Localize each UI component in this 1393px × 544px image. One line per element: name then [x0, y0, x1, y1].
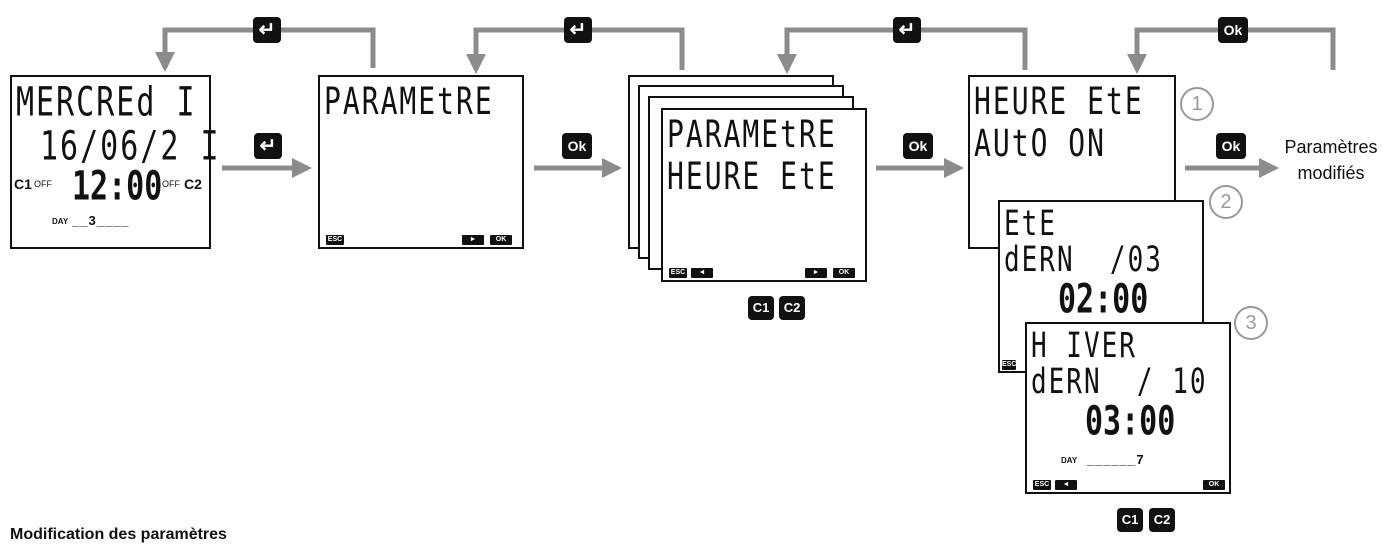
esc-softkey: ESC [669, 268, 687, 278]
lcd-date: 16/06/2 I [40, 123, 221, 171]
step-1-marker: 1 [1180, 87, 1214, 121]
esc-softkey: ESC [1033, 480, 1051, 490]
lcd-line1: PARAMEtRE [667, 112, 837, 157]
c1-key-badge: C1 [748, 296, 774, 320]
prev-softkey: ◄ [691, 268, 713, 278]
hiver-screen: H IVER dERN / 10 03:00 DAY ______7 ESC ◄… [1025, 322, 1231, 494]
home-screen: MERCREd I 16/06/2 I C1 OFF 12:00 OFF C2 … [10, 75, 219, 249]
enter-key-badge: ↵ [253, 17, 281, 43]
c2-key-badge: C2 [1149, 508, 1175, 532]
step-3-marker: 3 [1234, 306, 1268, 340]
day-indicator: __3____ [72, 213, 130, 228]
ok-softkey: OK [1203, 480, 1225, 490]
lcd-line1: H IVER [1031, 326, 1137, 367]
lcd-line1: PARAMEtRE [324, 79, 494, 124]
lcd-time: 03:00 [1085, 398, 1176, 446]
ok-softkey: OK [490, 235, 512, 245]
day-indicator: ______7 [1087, 452, 1145, 467]
result-line-1: Paramètres [1284, 137, 1378, 157]
day-label: DAY [52, 217, 69, 226]
ok-key-badge: Ok [1216, 133, 1246, 159]
enter-key-badge: ↵ [254, 133, 282, 159]
lcd-line2: dERN /03 [1004, 240, 1163, 281]
step-2-marker: 2 [1209, 185, 1243, 219]
enter-key-badge: ↵ [564, 17, 592, 43]
lcd-day-name: MERCREd I [16, 79, 197, 127]
next-softkey: ► [805, 268, 827, 278]
lcd-line2: HEURE EtE [667, 154, 837, 199]
lcd-line1: EtE [1004, 204, 1057, 245]
prev-softkey: ◄ [1055, 480, 1077, 490]
figure-caption: Modification des paramètres [10, 526, 227, 543]
c1-key-badge: C1 [1117, 508, 1143, 532]
c2-key-badge: C2 [779, 296, 805, 320]
next-softkey: ► [462, 235, 484, 245]
channel-c2-label: C2 [184, 176, 202, 192]
lcd-line2: AUtO ON [974, 121, 1107, 166]
result-label: Paramètres modifiés [1272, 134, 1390, 186]
lcd-line2: dERN / 10 [1031, 362, 1208, 403]
lcd-time: 12:00 [72, 163, 163, 211]
param-stack-screen: PARAMEtRE HEURE EtE ESC ◄ ► OK [661, 108, 867, 282]
param-screen: PARAMEtRE ESC ► OK [318, 75, 524, 249]
result-line-2: modifiés [1297, 163, 1365, 183]
lcd-line1: HEURE EtE [974, 79, 1144, 124]
ok-key-badge: Ok [1218, 17, 1248, 43]
day-label: DAY [1061, 456, 1078, 465]
channel-c1-label: C1 [14, 176, 32, 192]
c2-state: OFF [162, 179, 180, 189]
c1-state: OFF [34, 179, 52, 189]
esc-softkey: ESC [326, 235, 344, 245]
enter-key-badge: ↵ [893, 17, 921, 43]
ok-softkey: OK [833, 268, 855, 278]
ok-key-badge: Ok [562, 133, 592, 159]
lcd-time: 02:00 [1058, 276, 1149, 324]
esc-softkey: ESC [1002, 360, 1017, 370]
ok-key-badge: Ok [903, 133, 933, 159]
